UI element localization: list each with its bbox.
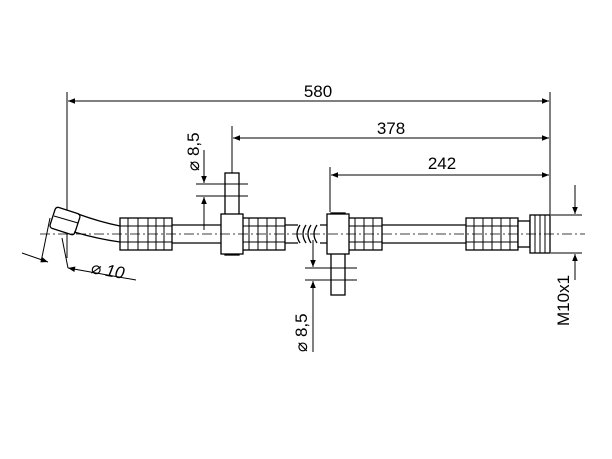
bracket-one-hole-label: ⌀ 8,5	[184, 132, 203, 171]
dimension-bracket-two-distance: 242	[329, 154, 549, 212]
bracket-two-hole-label: ⌀ 8,5	[292, 313, 311, 352]
dimension-banjo-bore: ⌀ 10	[21, 217, 137, 283]
thread-label: M10x1	[554, 275, 573, 326]
bracket-one-distance-label: 378	[377, 119, 405, 138]
bracket-one	[220, 172, 244, 256]
dimension-thread: M10x1	[551, 185, 582, 326]
banjo-bore-label: ⌀ 10	[89, 258, 126, 283]
dimension-bracket-one-hole: ⌀ 8,5	[184, 132, 248, 230]
banjo-fitting	[49, 206, 121, 243]
overall-length-label: 580	[304, 82, 332, 101]
bracket-two	[326, 212, 350, 296]
dimension-bracket-one-distance: 378	[231, 119, 549, 212]
hose-body	[40, 172, 585, 296]
crimp-sleeve-left	[119, 217, 173, 251]
hose-break-symbol	[296, 222, 320, 246]
dimension-bracket-two-hole: ⌀ 8,5	[292, 240, 357, 352]
bracket-two-distance-label: 242	[428, 154, 456, 173]
